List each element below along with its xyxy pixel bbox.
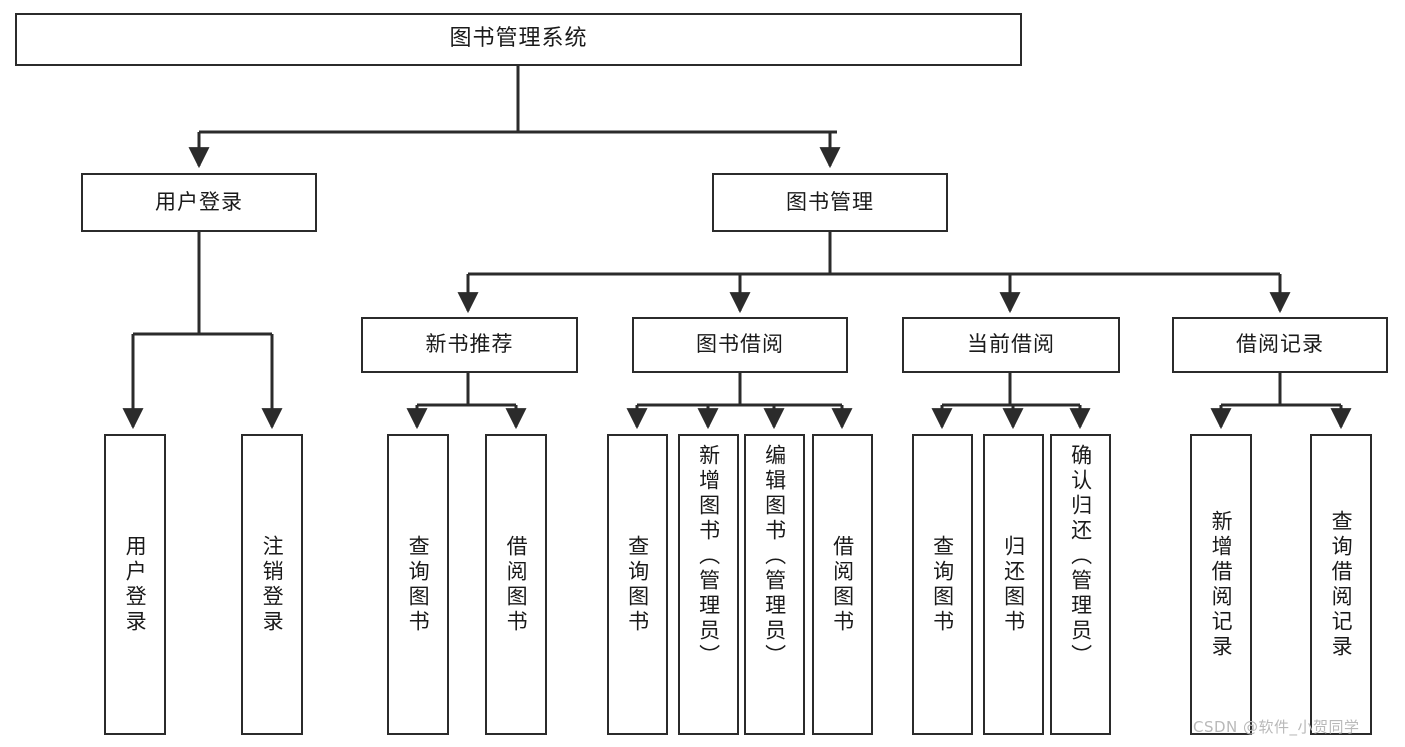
leaf-borrow-books-rec[interactable]: 借阅图书 xyxy=(485,434,547,735)
node-root-system[interactable]: 图书管理系统 xyxy=(15,13,1022,66)
leaf-query-books-borrow[interactable]: 查询图书 xyxy=(607,434,668,735)
leaf-query-borrow-record[interactable]: 查询借阅记录 xyxy=(1310,434,1372,735)
node-current-borrowing[interactable]: 当前借阅 xyxy=(902,317,1120,373)
leaf-user-login[interactable]: 用户登录 xyxy=(104,434,166,735)
node-book-borrowing[interactable]: 图书借阅 xyxy=(632,317,848,373)
leaf-query-books-current[interactable]: 查询图书 xyxy=(912,434,973,735)
leaf-confirm-return-admin[interactable]: 确认归还（管理员） xyxy=(1050,434,1111,735)
node-borrowing-records[interactable]: 借阅记录 xyxy=(1172,317,1388,373)
leaf-return-books[interactable]: 归还图书 xyxy=(983,434,1044,735)
leaf-edit-book-admin[interactable]: 编辑图书（管理员） xyxy=(744,434,805,735)
node-book-management[interactable]: 图书管理 xyxy=(712,173,948,232)
csdn-watermark: CSDN @软件_小贺同学 xyxy=(1193,718,1360,736)
leaf-borrow-books[interactable]: 借阅图书 xyxy=(812,434,873,735)
leaf-add-book-admin[interactable]: 新增图书（管理员） xyxy=(678,434,739,735)
node-user-login[interactable]: 用户登录 xyxy=(81,173,317,232)
leaf-add-borrow-record[interactable]: 新增借阅记录 xyxy=(1190,434,1252,735)
leaf-logout[interactable]: 注销登录 xyxy=(241,434,303,735)
node-new-book-recommendation[interactable]: 新书推荐 xyxy=(361,317,578,373)
leaf-query-books-rec[interactable]: 查询图书 xyxy=(387,434,449,735)
